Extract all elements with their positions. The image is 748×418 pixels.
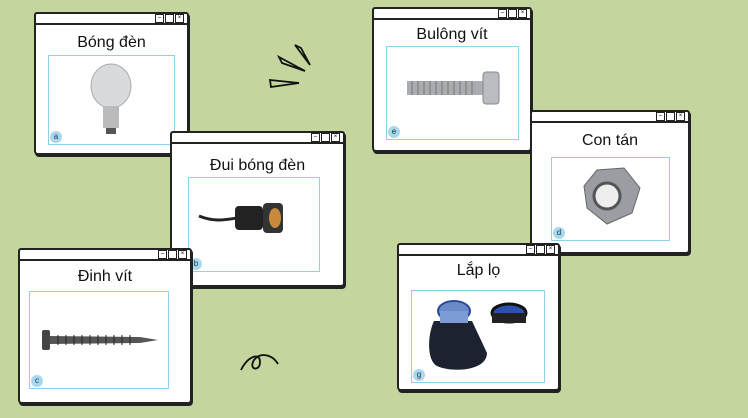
close-icon[interactable]: × <box>178 250 187 259</box>
card-bolt[interactable]: – × Bulông vít e <box>372 7 532 152</box>
card-light-bulb[interactable]: – × Bóng đèn a <box>34 12 189 155</box>
card-title: Đinh vít <box>77 268 133 285</box>
card-title: Đui bóng đèn <box>209 157 306 174</box>
card-ink-bottle-cap[interactable]: – × Lắp lọ g <box>397 243 560 391</box>
minimize-icon[interactable]: – <box>526 245 535 254</box>
card-label: c <box>31 375 43 387</box>
card-label: e <box>388 126 400 138</box>
close-icon[interactable]: × <box>331 133 340 142</box>
card-label: g <box>413 369 425 381</box>
swirl-decoration-icon <box>240 354 279 371</box>
card-hex-nut[interactable]: – × Con tán d <box>530 110 690 254</box>
maximize-icon[interactable] <box>666 112 675 121</box>
card-label: b <box>190 258 202 270</box>
bulb-socket-image: b <box>188 177 320 272</box>
maximize-icon[interactable] <box>536 245 545 254</box>
card-title: Lắp lọ <box>456 262 501 279</box>
close-icon[interactable]: × <box>518 9 527 18</box>
minimize-icon[interactable]: – <box>155 14 164 23</box>
card-title: Bulông vít <box>416 26 488 43</box>
close-icon[interactable]: × <box>175 14 184 23</box>
bolt-image: e <box>386 46 519 140</box>
sparkle-decoration-icon <box>268 44 311 89</box>
card-label: a <box>50 131 62 143</box>
maximize-icon[interactable] <box>508 9 517 18</box>
ink-bottle-image: g <box>411 290 545 383</box>
card-bulb-socket[interactable]: – × Đui bóng đèn b <box>170 131 345 287</box>
screw-image: c <box>29 291 169 389</box>
maximize-icon[interactable] <box>165 14 174 23</box>
light-bulb-image: a <box>48 55 175 145</box>
close-icon[interactable]: × <box>546 245 555 254</box>
minimize-icon[interactable]: – <box>311 133 320 142</box>
card-title: Con tán <box>581 132 639 149</box>
maximize-icon[interactable] <box>321 133 330 142</box>
hex-nut-image: d <box>551 157 670 241</box>
maximize-icon[interactable] <box>168 250 177 259</box>
close-icon[interactable]: × <box>676 112 685 121</box>
card-screw[interactable]: – × Đinh vít c <box>18 248 192 404</box>
minimize-icon[interactable]: – <box>498 9 507 18</box>
minimize-icon[interactable]: – <box>158 250 167 259</box>
minimize-icon[interactable]: – <box>656 112 665 121</box>
card-title: Bóng đèn <box>77 34 146 51</box>
card-label: d <box>553 227 565 239</box>
